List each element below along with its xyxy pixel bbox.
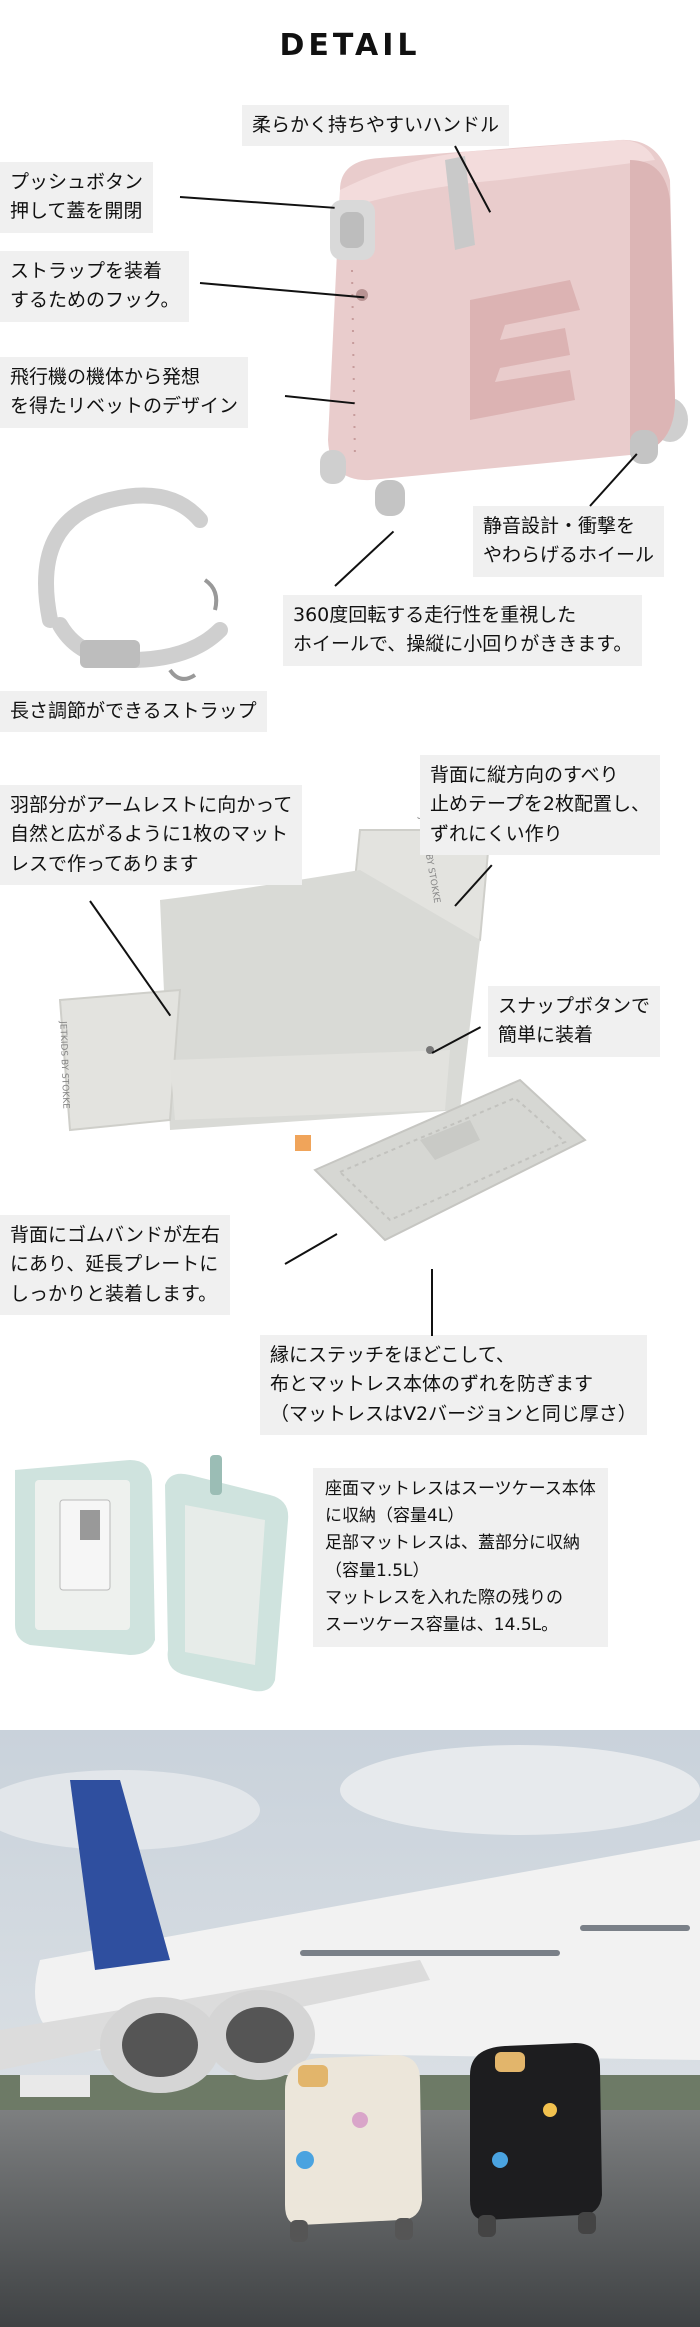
label-rotation: 360度回転する走行性を重視した ホイールで、操縦に小回りがききます。 bbox=[283, 595, 643, 666]
airport-photo bbox=[0, 1730, 700, 2327]
suitcase-illustration bbox=[300, 120, 700, 540]
label-wheel: 静音設計・衝撃を やわらげるホイール bbox=[473, 506, 665, 577]
line-stitch bbox=[431, 1269, 433, 1336]
page-title: DETAIL bbox=[279, 28, 421, 63]
label-back-tape: 背面に縦方向のすべり 止めテープを2枚配置し、 ずれにくい作り bbox=[420, 755, 660, 856]
label-strap: 長さ調節ができるストラップ bbox=[0, 691, 267, 733]
strap-illustration bbox=[20, 460, 240, 690]
label-rivet: 飛行機の機体から発想 を得たリベットのデザイン bbox=[0, 357, 249, 428]
label-storage: 座面マットレスはスーツケース本体 に収納（容量4L） 足部マットレスは、蓋部分に… bbox=[313, 1468, 608, 1648]
label-handle: 柔らかく持ちやすいハンドル bbox=[242, 105, 510, 147]
label-wing: 羽部分がアームレストに向かって 自然と広がるように1枚のマット レスで作ってあり… bbox=[0, 785, 303, 886]
label-snap: スナップボタンで 簡単に装着 bbox=[488, 986, 661, 1057]
storage-illustration bbox=[0, 1440, 300, 1700]
label-stitch: 縁にステッチをほどこして、 布とマットレス本体のずれを防ぎます （マットレスはV… bbox=[260, 1335, 647, 1436]
label-hook: ストラップを装着 するためのフック。 bbox=[0, 251, 190, 322]
mattress-illustration bbox=[40, 820, 600, 1360]
label-rubber-band: 背面にゴムバンドが左右 にあり、延長プレートに しっかりと装着します。 bbox=[0, 1215, 230, 1316]
label-push-button: プッシュボタン 押して蓋を開閉 bbox=[0, 162, 154, 233]
